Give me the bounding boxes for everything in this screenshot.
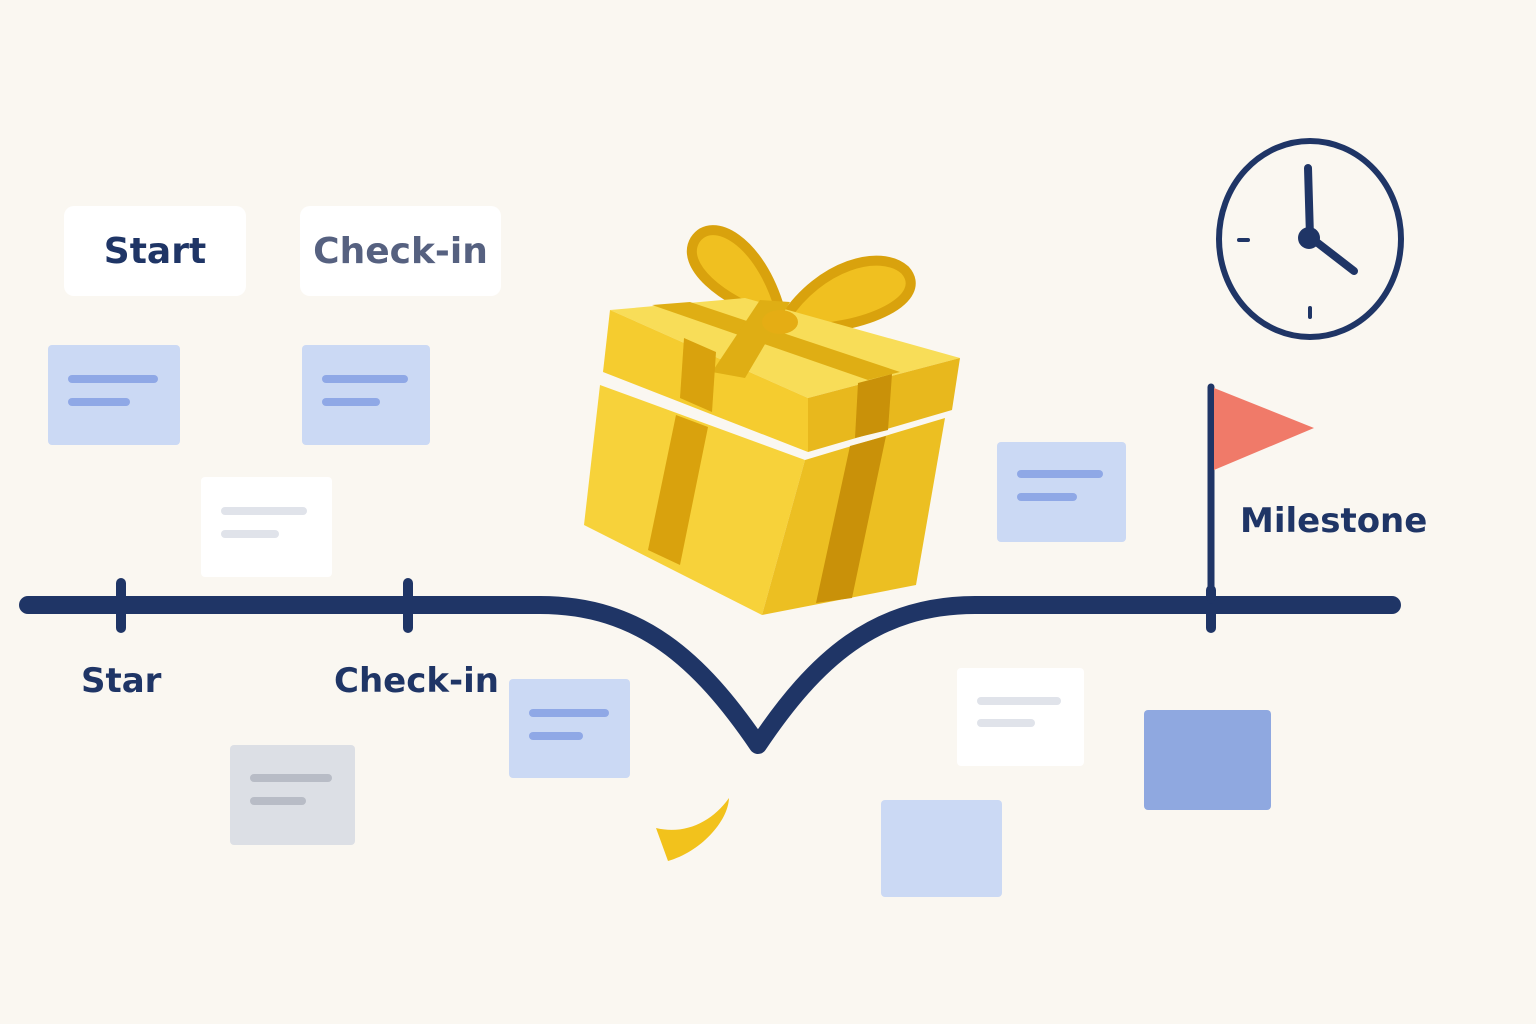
note-card (509, 679, 630, 778)
note-card (201, 477, 332, 577)
start-label: Start (103, 230, 207, 272)
note-card (302, 345, 430, 445)
timeline-line (19, 596, 1401, 754)
timeline-label-checkin: Check-in (334, 661, 499, 701)
clock-icon (1216, 138, 1404, 340)
note-card (48, 345, 180, 445)
note-card (997, 442, 1126, 542)
start-label-card: Start (64, 206, 246, 296)
confetti-icon (656, 798, 729, 861)
note-card (881, 800, 1002, 897)
timeline-label-milestone: Milestone (1240, 501, 1428, 541)
gift-box-icon (584, 225, 960, 615)
flag-icon (1207, 383, 1314, 604)
note-card (957, 668, 1084, 766)
timeline-label-star: Star (81, 661, 162, 701)
note-card (230, 745, 355, 845)
checkin-label: Check-in (313, 230, 488, 272)
checkin-label-card: Check-in (300, 206, 501, 296)
note-card (1144, 710, 1271, 810)
